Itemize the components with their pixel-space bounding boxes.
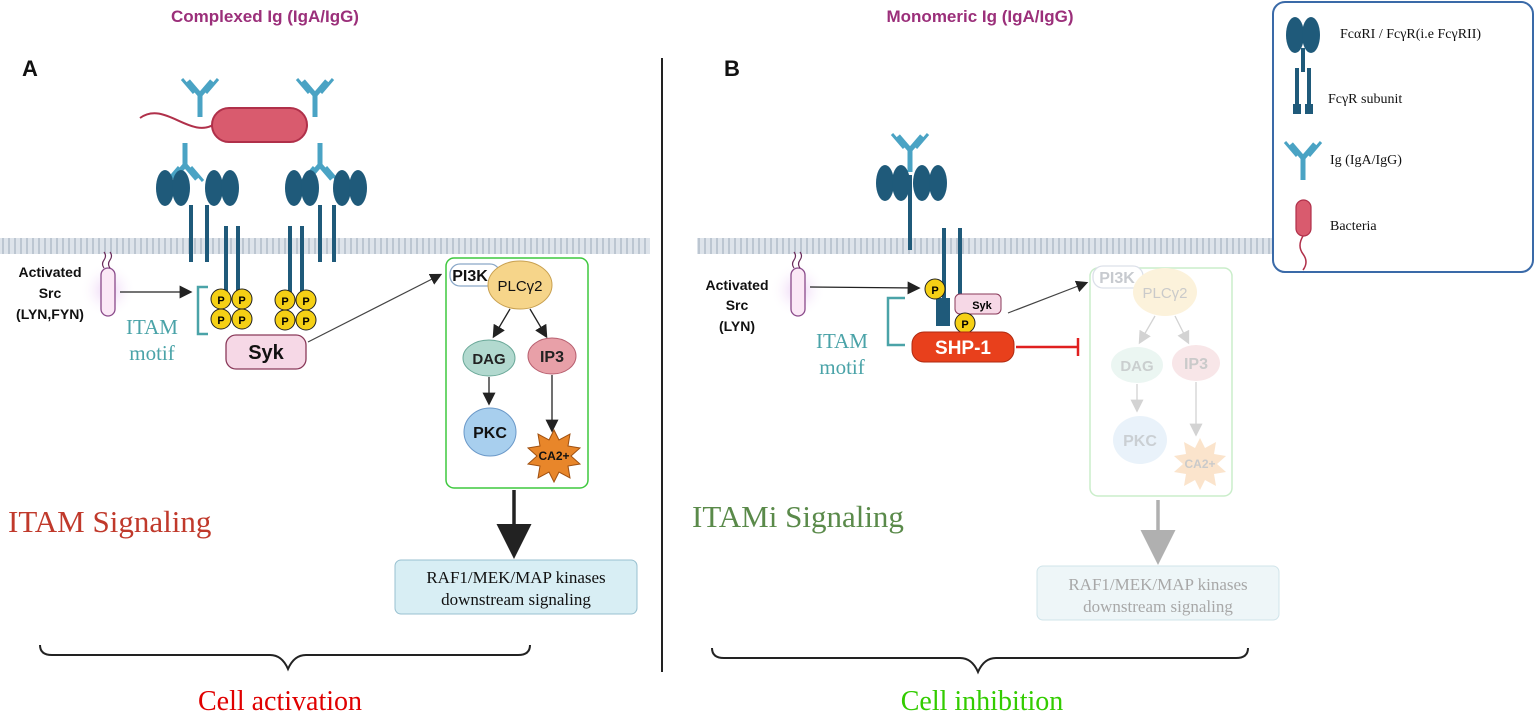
panel-b-header: Monomeric Ig (IgA/IgG) bbox=[887, 7, 1074, 26]
brace bbox=[711, 647, 1249, 675]
syk-label: Syk bbox=[248, 342, 284, 364]
syk-kinase bbox=[225, 334, 307, 370]
phospho-circle bbox=[924, 278, 946, 300]
syk-kinase bbox=[954, 293, 1002, 315]
itam-bracket bbox=[196, 285, 208, 336]
src-kinase bbox=[790, 267, 806, 317]
calcium-label: CA2+ bbox=[538, 449, 569, 463]
phospho-label: P bbox=[931, 285, 938, 297]
src-label-3: (LYN) bbox=[719, 318, 755, 334]
phospho-label: P bbox=[238, 315, 245, 327]
pkc-label: PKC bbox=[473, 425, 507, 442]
src-label-1: Activated bbox=[18, 264, 81, 280]
downstream-line-2: downstream signaling bbox=[441, 590, 591, 609]
plc-node bbox=[487, 260, 553, 310]
itam-signaling-title: ITAM Signaling bbox=[8, 504, 211, 539]
panel-a-letter: A bbox=[22, 56, 38, 81]
itam-label-1: ITAM bbox=[126, 315, 178, 339]
calcium-burst bbox=[526, 428, 582, 484]
legend-label-ig: Ig (IgA/IgG) bbox=[1330, 153, 1402, 168]
brace bbox=[39, 644, 531, 672]
dag-label: DAG bbox=[1120, 358, 1153, 375]
fc-receptor-icon bbox=[156, 170, 367, 262]
downstream-line-1: RAF1/MEK/MAP kinases bbox=[1068, 575, 1247, 594]
src-label-3: (LYN,FYN) bbox=[16, 306, 84, 322]
fc-receptor-icon bbox=[1286, 17, 1320, 72]
plc-label: PLCγ2 bbox=[1142, 285, 1187, 302]
itam-label-2: motif bbox=[819, 355, 865, 379]
itam-label-1: ITAM bbox=[816, 329, 868, 353]
phospho-label: P bbox=[281, 296, 288, 308]
downstream-box bbox=[1036, 565, 1280, 621]
downstream-box bbox=[394, 559, 638, 615]
phospho-circle bbox=[231, 308, 253, 330]
calcium-label: CA2+ bbox=[1184, 457, 1215, 471]
cell-membrane bbox=[697, 238, 1272, 254]
shp1-label: SHP-1 bbox=[935, 338, 991, 359]
pkc-node bbox=[463, 407, 517, 457]
phospho-label: P bbox=[302, 316, 309, 328]
src-label-2: Src bbox=[726, 297, 749, 313]
pkc-label: PKC bbox=[1123, 433, 1157, 450]
legend-label-bacteria: Bacteria bbox=[1330, 219, 1377, 234]
outcome-label: Cell inhibition bbox=[901, 686, 1064, 715]
itami-signaling-title: ITAMi Signaling bbox=[692, 499, 904, 534]
phospho-label: P bbox=[961, 319, 968, 331]
phospho-circle bbox=[210, 308, 232, 330]
legend-label-subunit: FcγR subunit bbox=[1328, 92, 1402, 107]
src-label-1: Activated bbox=[705, 277, 768, 293]
panel-a-header: Complexed Ig (IgA/IgG) bbox=[171, 7, 359, 26]
outcome-label: Cell activation bbox=[198, 686, 362, 715]
panel-b-letter: B bbox=[724, 56, 740, 81]
signaling-box-inhibited: PI3K PLCγ2 DAG IP3 PKC CA2+ bbox=[1089, 265, 1233, 497]
phospho-label: P bbox=[217, 295, 224, 307]
fcr-subunit-icon bbox=[1293, 68, 1313, 114]
pi3k-label: PI3K bbox=[452, 268, 488, 285]
cell-membrane bbox=[0, 238, 650, 254]
pi3k-label: PI3K bbox=[1099, 270, 1135, 287]
phospho-label: P bbox=[281, 316, 288, 328]
syk-label: Syk bbox=[972, 300, 992, 312]
plc-label: PLCγ2 bbox=[497, 278, 542, 295]
shp1-phosphatase bbox=[911, 331, 1015, 363]
phospho-label: P bbox=[217, 315, 224, 327]
src-label-2: Src bbox=[39, 285, 62, 301]
phospho-circle bbox=[274, 309, 296, 331]
dag-label: DAG bbox=[472, 351, 505, 368]
ip3-label: IP3 bbox=[1184, 356, 1208, 373]
ip3-label: IP3 bbox=[540, 349, 564, 366]
fcr-subunit-icon bbox=[224, 226, 304, 292]
fc-receptor-icon bbox=[876, 165, 947, 250]
legend-box bbox=[1272, 1, 1534, 273]
phospho-circle bbox=[295, 309, 317, 331]
downstream-line-2: downstream signaling bbox=[1083, 597, 1233, 616]
ip3-node bbox=[527, 337, 577, 375]
dag-node bbox=[462, 339, 516, 377]
legend-label-receptor: FcαRI / FcγR(i.e FcγRII) bbox=[1340, 27, 1481, 42]
itam-bracket bbox=[886, 296, 905, 347]
itam-label-2: motif bbox=[129, 341, 175, 365]
phospho-label: P bbox=[238, 295, 245, 307]
bacteria-icon bbox=[139, 107, 308, 143]
downstream-line-1: RAF1/MEK/MAP kinases bbox=[426, 568, 605, 587]
bacteria-icon bbox=[1295, 199, 1312, 271]
src-kinase bbox=[100, 267, 116, 317]
phospho-label: P bbox=[302, 296, 309, 308]
